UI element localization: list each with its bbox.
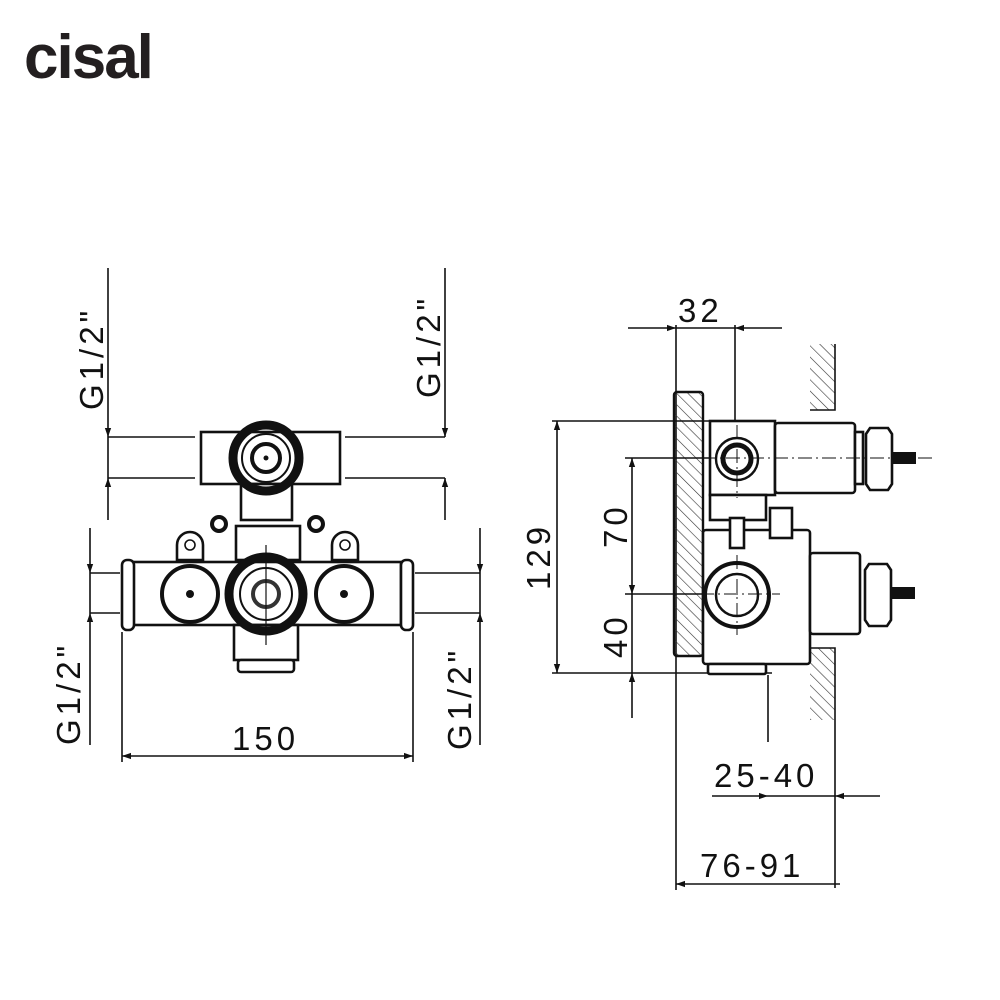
total-depth-label: 76-91 bbox=[700, 847, 804, 884]
upper-nut bbox=[864, 426, 894, 492]
end-cap-right bbox=[399, 558, 415, 632]
top-valve-ring bbox=[228, 420, 304, 496]
width-label: 150 bbox=[232, 720, 299, 757]
lower-cartridge bbox=[808, 551, 862, 636]
wall-range-label: 25-40 bbox=[714, 757, 818, 794]
cisal-logo: cisal bbox=[24, 23, 152, 92]
bottom-outlet-left-label: G1/2" bbox=[50, 642, 87, 745]
mount-knob bbox=[210, 515, 228, 533]
side-view: 32 129 70 40 bbox=[520, 292, 932, 890]
bottom-outlet-right-label: G1/2" bbox=[441, 647, 478, 750]
plate-depth-label: 32 bbox=[678, 292, 723, 329]
upper-spacing-label: 70 bbox=[597, 503, 634, 548]
lower-nut bbox=[863, 562, 893, 628]
wall-plate bbox=[672, 390, 705, 658]
end-cap-left bbox=[120, 558, 136, 632]
mounting-lug bbox=[175, 530, 205, 562]
wall-section-lower bbox=[810, 648, 835, 720]
mount-knob bbox=[307, 515, 325, 533]
height-label: 129 bbox=[520, 523, 557, 590]
top-inlet-right-label: G1/2" bbox=[410, 295, 447, 398]
wall-section-upper bbox=[810, 344, 835, 410]
top-inlet-left-label: G1/2" bbox=[73, 307, 110, 410]
front-view: G1/2" G1/2" bbox=[50, 268, 484, 762]
lower-spacing-label: 40 bbox=[597, 613, 634, 658]
mounting-lug bbox=[330, 530, 360, 562]
